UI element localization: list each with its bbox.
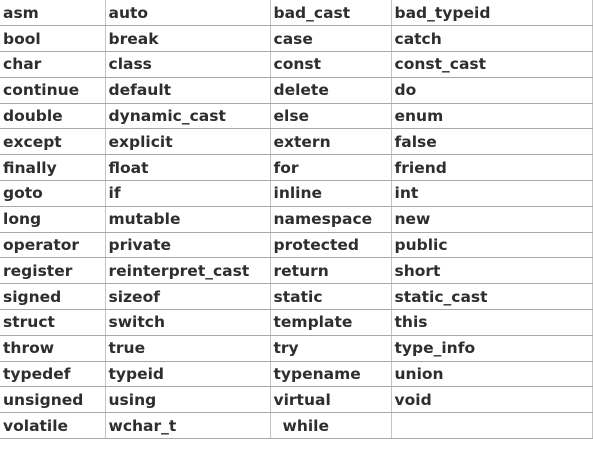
keyword-cell: const: [269, 51, 392, 78]
keyword-cell: do: [390, 76, 593, 104]
keyword-cell: goto: [0, 180, 106, 207]
keyword-cell: typeid: [104, 360, 271, 388]
keyword-cell: long: [0, 205, 106, 233]
keyword-cell: class: [104, 51, 271, 78]
keyword-cell: enum: [390, 102, 593, 130]
keyword-cell: true: [104, 334, 271, 362]
keyword-cell: char: [0, 51, 106, 78]
keyword-cell: typedef: [0, 360, 106, 388]
keyword-cell: delete: [269, 76, 392, 104]
table-row: long mutable namespace new: [0, 205, 593, 233]
table-row: volatile wchar_t while: [0, 412, 593, 440]
keyword-cell: inline: [269, 180, 392, 207]
keyword-cell: bad_typeid: [390, 0, 593, 27]
keyword-cell: dynamic_cast: [104, 102, 271, 130]
keyword-cell: for: [269, 154, 392, 182]
keyword-cell: const_cast: [390, 51, 593, 78]
table-row: double dynamic_cast else enum: [0, 102, 593, 130]
keyword-cell: operator: [0, 231, 106, 259]
keyword-cell: virtual: [269, 386, 392, 414]
keyword-cell: public: [390, 231, 593, 259]
keyword-cell: double: [0, 102, 106, 130]
keyword-cell: template: [269, 309, 392, 336]
table-row: typedef typeid typename union: [0, 360, 593, 388]
keyword-cell: private: [104, 231, 271, 259]
table-row: continue default delete do: [0, 76, 593, 104]
keyword-cell: else: [269, 102, 392, 130]
table-row: asm auto bad_cast bad_typeid: [0, 0, 593, 27]
keyword-cell: if: [104, 180, 271, 207]
keywords-table-body: asm auto bad_cast bad_typeid bool break …: [0, 0, 593, 440]
keyword-cell: wchar_t: [104, 412, 271, 440]
keyword-cell: sizeof: [104, 283, 271, 311]
keyword-cell: float: [104, 154, 271, 182]
keyword-cell: catch: [390, 25, 593, 53]
keyword-cell: short: [390, 257, 593, 285]
keyword-cell: bad_cast: [269, 0, 392, 27]
keyword-cell: explicit: [104, 128, 271, 156]
keyword-cell: while: [269, 412, 392, 440]
keyword-cell: int: [390, 180, 593, 207]
keyword-cell: throw: [0, 334, 106, 362]
keyword-cell: default: [104, 76, 271, 104]
table-row: unsigned using virtual void: [0, 386, 593, 414]
keyword-cell: using: [104, 386, 271, 414]
keyword-cell: return: [269, 257, 392, 285]
keyword-cell: unsigned: [0, 386, 106, 414]
keyword-cell: union: [390, 360, 593, 388]
keyword-cell: break: [104, 25, 271, 53]
keyword-cell: continue: [0, 76, 106, 104]
table-row: struct switch template this: [0, 309, 593, 336]
table-row: signed sizeof static static_cast: [0, 283, 593, 311]
keyword-cell: try: [269, 334, 392, 362]
keyword-cell: signed: [0, 283, 106, 311]
keywords-table: asm auto bad_cast bad_typeid bool break …: [0, 0, 593, 440]
keyword-cell: reinterpret_cast: [104, 257, 271, 285]
keyword-cell: type_info: [390, 334, 593, 362]
table-row: register reinterpret_cast return short: [0, 257, 593, 285]
keyword-cell-empty: [390, 412, 593, 440]
table-row: char class const const_cast: [0, 51, 593, 78]
keyword-cell: except: [0, 128, 106, 156]
keyword-cell: namespace: [269, 205, 392, 233]
keyword-cell: asm: [0, 0, 106, 27]
table-row: throw true try type_info: [0, 334, 593, 362]
keyword-cell: auto: [104, 0, 271, 27]
table-row: bool break case catch: [0, 25, 593, 53]
keyword-cell: static: [269, 283, 392, 311]
keyword-cell: new: [390, 205, 593, 233]
keyword-cell: static_cast: [390, 283, 593, 311]
keyword-cell: finally: [0, 154, 106, 182]
table-row: finally float for friend: [0, 154, 593, 182]
keyword-cell: false: [390, 128, 593, 156]
keyword-cell: switch: [104, 309, 271, 336]
keyword-cell: friend: [390, 154, 593, 182]
keyword-cell: struct: [0, 309, 106, 336]
keyword-cell: mutable: [104, 205, 271, 233]
keyword-cell: volatile: [0, 412, 106, 440]
keyword-cell: typename: [269, 360, 392, 388]
table-row: goto if inline int: [0, 180, 593, 207]
keyword-cell: void: [390, 386, 593, 414]
keyword-cell: this: [390, 309, 593, 336]
table-row: operator private protected public: [0, 231, 593, 259]
keyword-cell: extern: [269, 128, 392, 156]
keyword-cell: case: [269, 25, 392, 53]
table-row: except explicit extern false: [0, 128, 593, 156]
keyword-cell: register: [0, 257, 106, 285]
keyword-cell: protected: [269, 231, 392, 259]
keyword-cell: bool: [0, 25, 106, 53]
